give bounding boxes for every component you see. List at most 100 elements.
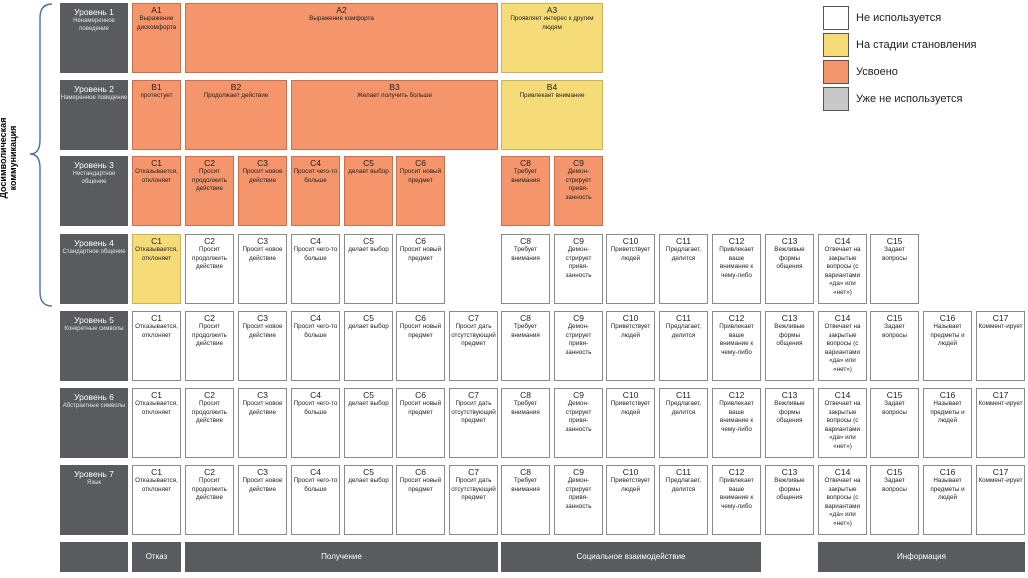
legend-swatch bbox=[823, 87, 849, 111]
legend-label: Не используется bbox=[856, 12, 942, 24]
cell-label: Просит продолжить действие bbox=[192, 246, 227, 271]
cell-label: Просит новый предмет bbox=[399, 323, 442, 339]
cell-label: Требует внимания bbox=[511, 477, 540, 493]
cell-label: Просит новый предмет bbox=[399, 168, 442, 184]
cell-label: Отвечает на закрытые вопросы (с варианта… bbox=[824, 477, 861, 527]
cell-label: Задает вопросы bbox=[882, 400, 907, 416]
cell-code: C17 bbox=[992, 313, 1009, 323]
cell-code: C16 bbox=[939, 467, 956, 477]
cell-code: C5 bbox=[363, 313, 374, 323]
cell-code: A3 bbox=[546, 5, 558, 15]
cell-code: C14 bbox=[834, 236, 851, 246]
cell-label: Просит дать отсутствующий предмет bbox=[451, 400, 496, 425]
cell-code: C10 bbox=[622, 390, 639, 400]
cell-label: Предлагает, делится bbox=[665, 246, 702, 262]
cell-label: Проявляет интерес к другим людям bbox=[510, 15, 594, 31]
cell-code: C9 bbox=[573, 236, 584, 246]
cell-code: C2 bbox=[204, 467, 215, 477]
cell-label: Отвечает на закрытые вопросы (с варианта… bbox=[824, 400, 861, 450]
cell-label: Коммент-ирует bbox=[978, 323, 1023, 330]
cell-label: Приветствует людей bbox=[610, 477, 651, 493]
cell-code: C9 bbox=[573, 313, 584, 323]
cell-label: Отвечает на закрытые вопросы (с варианта… bbox=[824, 246, 861, 296]
cell-label: Демон-стрирует привя-занность bbox=[565, 323, 592, 356]
legend-label: Уже не используется bbox=[856, 93, 963, 105]
category-bar-blank bbox=[60, 542, 128, 572]
cell-label: Просит продолжить действие bbox=[192, 400, 227, 425]
cell-code: C3 bbox=[257, 313, 268, 323]
cell-label: Демон-стрирует привя-занность bbox=[565, 477, 592, 510]
cell-label: Отказывается, отклоняет bbox=[135, 323, 178, 339]
cell-code: C4 bbox=[310, 158, 321, 168]
cell-code: C15 bbox=[886, 313, 903, 323]
cell-label: делает выбор bbox=[348, 323, 389, 330]
level-subtitle: Конкретные символы bbox=[64, 326, 124, 332]
cell-code: C4 bbox=[310, 313, 321, 323]
cell-code: C7 bbox=[468, 467, 479, 477]
cell-label: Привлекает ваше внимание к чему-либо bbox=[719, 400, 754, 433]
cell-code: C12 bbox=[728, 467, 745, 477]
legend-label: Усвоено bbox=[856, 66, 898, 78]
level-subtitle: Язык bbox=[86, 480, 102, 486]
cell-label: Называет предметы и людей bbox=[930, 400, 965, 425]
cell-code: C4 bbox=[310, 236, 321, 246]
cell-code: B4 bbox=[546, 82, 558, 92]
cell-label: Задает вопросы bbox=[882, 477, 907, 493]
cell-code: B3 bbox=[389, 82, 400, 92]
level-subtitle: Ненамеренное поведение bbox=[73, 18, 115, 32]
cell-code: C8 bbox=[520, 158, 531, 168]
level-title: Уровень 2 bbox=[74, 84, 114, 94]
cell-label: Просит чего-то больше bbox=[293, 246, 338, 262]
cell-code: C6 bbox=[415, 313, 426, 323]
cell-code: C15 bbox=[886, 390, 903, 400]
cell-code: C17 bbox=[992, 467, 1009, 477]
cell-code: C4 bbox=[310, 467, 321, 477]
cell-label: Желает получить больше bbox=[357, 92, 432, 99]
cell-code: C9 bbox=[573, 390, 584, 400]
cell-code: C13 bbox=[781, 467, 798, 477]
cell-code: C10 bbox=[622, 467, 639, 477]
cell-code: C12 bbox=[728, 313, 745, 323]
cell-label: Отказывается, отклоняет bbox=[135, 246, 178, 262]
cell-code: C11 bbox=[676, 236, 691, 246]
cell-label: Просит чего-то больше bbox=[293, 400, 338, 416]
cell-code: C4 bbox=[310, 390, 321, 400]
level-title: Уровень 5 bbox=[74, 315, 114, 325]
cell-label: Привлекает ваше внимание к чему-либо bbox=[719, 323, 754, 356]
cell-code: C9 bbox=[573, 158, 584, 168]
cell-label: Просит чего-то больше bbox=[293, 477, 338, 493]
cell-label: Называет предметы и людей bbox=[930, 477, 965, 502]
cell-label: Просит чего-то больше bbox=[293, 323, 338, 339]
cell-label: Просит чего-то больше bbox=[293, 168, 338, 184]
level-title: Уровень 3 bbox=[74, 160, 114, 170]
cell-label: Задает вопросы bbox=[882, 323, 907, 339]
category-bar: Получение bbox=[185, 542, 498, 572]
cell-label: Просит новое действие bbox=[242, 477, 283, 493]
cell-code: C3 bbox=[257, 390, 268, 400]
cell-code: C7 bbox=[468, 313, 479, 323]
cell-code: C1 bbox=[151, 236, 162, 246]
